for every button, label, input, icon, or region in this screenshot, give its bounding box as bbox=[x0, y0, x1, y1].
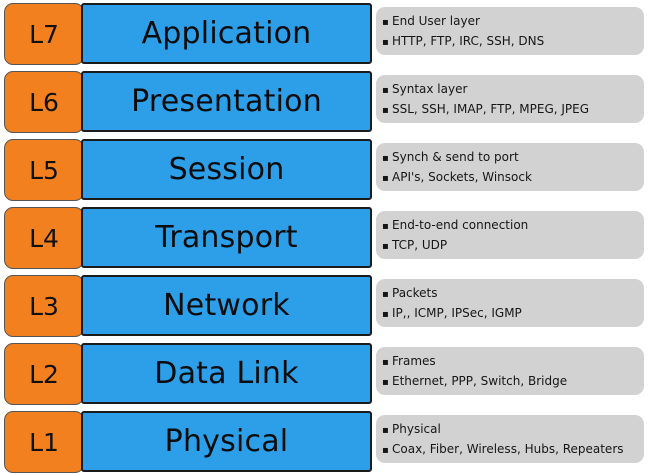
layer-name: Network bbox=[81, 275, 372, 336]
layer-number-badge: L2 bbox=[4, 343, 84, 405]
bullet-icon: ▪ bbox=[382, 357, 389, 368]
layer-description: ▪Synch & send to port ▪API's, Sockets, W… bbox=[376, 143, 644, 191]
layer-name: Data Link bbox=[81, 343, 372, 404]
layer-number-badge: L3 bbox=[4, 275, 84, 337]
bullet-icon: ▪ bbox=[382, 289, 389, 300]
description-text: Synch & send to port bbox=[392, 150, 519, 164]
description-text: End-to-end connection bbox=[392, 218, 529, 232]
bullet-icon: ▪ bbox=[382, 377, 389, 388]
description-text: Physical bbox=[392, 422, 441, 436]
description-text: Coax, Fiber, Wireless, Hubs, Repeaters bbox=[392, 442, 624, 456]
description-line: ▪HTTP, FTP, IRC, SSH, DNS bbox=[382, 32, 644, 52]
bullet-icon: ▪ bbox=[382, 37, 389, 48]
description-text: Frames bbox=[392, 354, 436, 368]
description-line: ▪Packets bbox=[382, 284, 644, 304]
description-text: TCP, UDP bbox=[392, 238, 448, 252]
description-line: ▪Physical bbox=[382, 420, 644, 440]
description-text: End User layer bbox=[392, 14, 480, 28]
bullet-icon: ▪ bbox=[382, 173, 389, 184]
description-line: ▪API's, Sockets, Winsock bbox=[382, 168, 644, 188]
description-text: Ethernet, PPP, Switch, Bridge bbox=[392, 374, 568, 388]
bullet-icon: ▪ bbox=[382, 221, 389, 232]
layer-description: ▪Frames ▪Ethernet, PPP, Switch, Bridge bbox=[376, 347, 644, 395]
layer-name: Physical bbox=[81, 411, 372, 472]
bullet-icon: ▪ bbox=[382, 241, 389, 252]
description-text: API's, Sockets, Winsock bbox=[392, 170, 532, 184]
layer-name: Session bbox=[81, 139, 372, 200]
description-line: ▪Synch & send to port bbox=[382, 148, 644, 168]
layer-description: ▪Syntax layer ▪SSL, SSH, IMAP, FTP, MPEG… bbox=[376, 75, 644, 123]
layer-row-session: L5 Session ▪Synch & send to port ▪API's,… bbox=[0, 139, 650, 203]
layer-row-presentation: L6 Presentation ▪Syntax layer ▪SSL, SSH,… bbox=[0, 71, 650, 135]
layer-number-badge: L4 bbox=[4, 207, 84, 269]
layer-name: Transport bbox=[81, 207, 372, 268]
layer-row-data-link: L2 Data Link ▪Frames ▪Ethernet, PPP, Swi… bbox=[0, 343, 650, 407]
layer-name: Application bbox=[81, 3, 372, 64]
description-line: ▪TCP, UDP bbox=[382, 236, 644, 256]
description-line: ▪End User layer bbox=[382, 12, 644, 32]
layer-description: ▪Physical ▪Coax, Fiber, Wireless, Hubs, … bbox=[376, 415, 644, 463]
layer-row-transport: L4 Transport ▪End-to-end connection ▪TCP… bbox=[0, 207, 650, 271]
layer-row-application: L7 Application ▪End User layer ▪HTTP, FT… bbox=[0, 3, 650, 67]
layer-description: ▪Packets ▪IP,, ICMP, IPSec, IGMP bbox=[376, 279, 644, 327]
bullet-icon: ▪ bbox=[382, 17, 389, 28]
layer-description: ▪End-to-end connection ▪TCP, UDP bbox=[376, 211, 644, 259]
description-text: Packets bbox=[392, 286, 438, 300]
layer-number-badge: L6 bbox=[4, 71, 84, 133]
layer-number-badge: L7 bbox=[4, 3, 84, 65]
description-line: ▪IP,, ICMP, IPSec, IGMP bbox=[382, 304, 644, 324]
bullet-icon: ▪ bbox=[382, 445, 389, 456]
layer-number-badge: L1 bbox=[4, 411, 84, 473]
layer-name: Presentation bbox=[81, 71, 372, 132]
layer-number-badge: L5 bbox=[4, 139, 84, 201]
description-text: SSL, SSH, IMAP, FTP, MPEG, JPEG bbox=[392, 102, 590, 116]
description-text: HTTP, FTP, IRC, SSH, DNS bbox=[392, 34, 545, 48]
description-line: ▪Syntax layer bbox=[382, 80, 644, 100]
description-text: Syntax layer bbox=[392, 82, 468, 96]
layer-row-physical: L1 Physical ▪Physical ▪Coax, Fiber, Wire… bbox=[0, 411, 650, 475]
bullet-icon: ▪ bbox=[382, 425, 389, 436]
layer-description: ▪End User layer ▪HTTP, FTP, IRC, SSH, DN… bbox=[376, 7, 644, 55]
bullet-icon: ▪ bbox=[382, 105, 389, 116]
description-line: ▪SSL, SSH, IMAP, FTP, MPEG, JPEG bbox=[382, 100, 644, 120]
description-line: ▪End-to-end connection bbox=[382, 216, 644, 236]
layer-row-network: L3 Network ▪Packets ▪IP,, ICMP, IPSec, I… bbox=[0, 275, 650, 339]
description-text: IP,, ICMP, IPSec, IGMP bbox=[392, 306, 522, 320]
description-line: ▪Coax, Fiber, Wireless, Hubs, Repeaters bbox=[382, 440, 644, 460]
bullet-icon: ▪ bbox=[382, 309, 389, 320]
description-line: ▪Ethernet, PPP, Switch, Bridge bbox=[382, 372, 644, 392]
description-line: ▪Frames bbox=[382, 352, 644, 372]
bullet-icon: ▪ bbox=[382, 153, 389, 164]
bullet-icon: ▪ bbox=[382, 85, 389, 96]
